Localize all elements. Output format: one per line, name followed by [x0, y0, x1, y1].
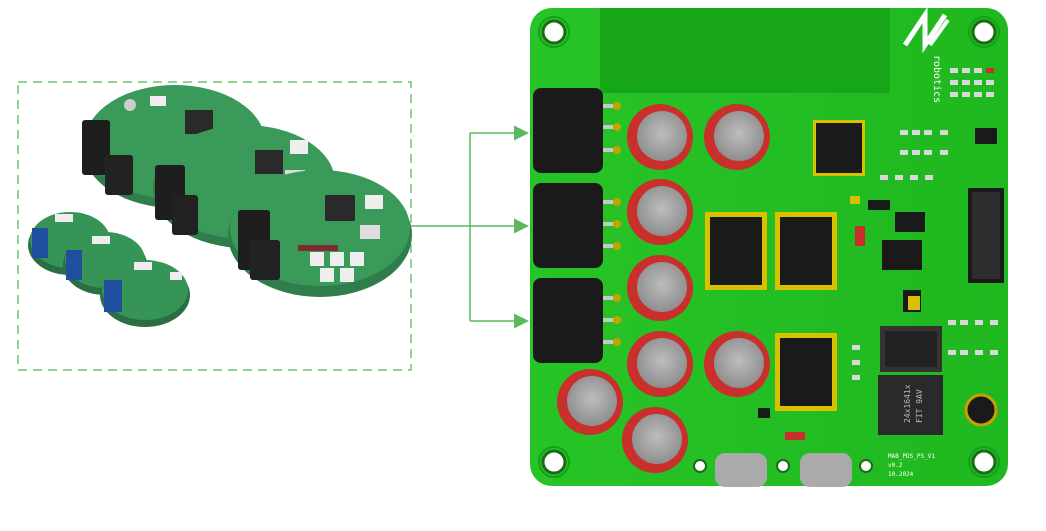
connector [533, 88, 621, 173]
chip-label-line2: FIT 9AV [915, 389, 924, 423]
capacitor [704, 331, 770, 397]
capacitor [627, 331, 693, 397]
board-label-line3: 10.2024 [888, 471, 914, 478]
large-controller-boards [82, 85, 412, 297]
top-copper-pad [600, 8, 890, 93]
small-controller-boards [28, 212, 190, 327]
connector [533, 278, 621, 363]
connection-arrows [411, 125, 529, 329]
capacitor [627, 255, 693, 321]
mab-logo-icon [902, 6, 950, 54]
logo-text: robotics [931, 55, 942, 103]
power-connectors [533, 88, 621, 363]
capacitor [622, 407, 688, 473]
board-label-line2: v0.2 [888, 462, 903, 469]
capacitor [557, 369, 623, 435]
controller-board [228, 170, 412, 297]
connector [533, 183, 621, 268]
module-photo-group [17, 81, 412, 371]
capacitor [704, 104, 770, 170]
capacitor [627, 104, 693, 170]
power-distribution-board: robotics [530, 6, 1008, 487]
bottom-connectors [693, 453, 873, 487]
capacitor [627, 179, 693, 245]
chip-label-line1: 24x1641x [903, 384, 912, 423]
board-label-line1: MAB_PDS_PS_V1 [888, 453, 935, 460]
ic-chips: 24x1641x FIT 9AV [813, 120, 1004, 435]
dashed-frame [17, 81, 412, 371]
mounting-holes [541, 19, 997, 475]
smd-components [758, 68, 998, 440]
small-board [100, 260, 190, 327]
capacitors [557, 104, 770, 473]
power-inductors [705, 212, 837, 411]
